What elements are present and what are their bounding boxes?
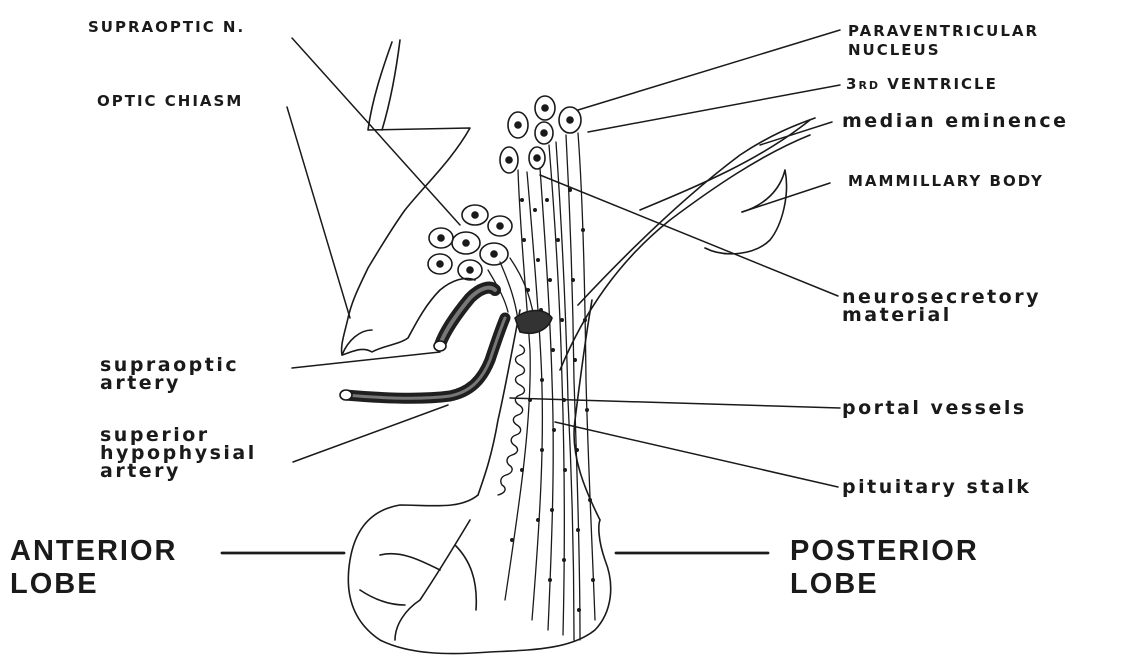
supraoptic-cells	[428, 205, 512, 280]
label-median-eminence: median eminence	[842, 112, 1069, 130]
leader-optic-chiasm	[287, 107, 350, 318]
label-portal-vessels: portal vessels	[842, 399, 1027, 417]
portal-vessel-coil	[498, 345, 525, 495]
chiasm-tip	[342, 330, 372, 355]
leader-portal-vessels	[510, 398, 840, 408]
paraventricular-cells	[500, 96, 581, 173]
chiasm-inner-line	[382, 40, 400, 130]
label-3rd-ventricle-number: 3	[846, 75, 858, 93]
label-mammillary-body: MAMMILLARY BODY	[848, 174, 1044, 189]
anterior-lobe-vessels	[360, 520, 476, 640]
label-paraventricular-nucleus: PARAVENTRICULAR NUCLEUS	[848, 22, 1039, 60]
label-supraoptic-artery: supraoptic artery	[100, 356, 239, 392]
label-neurosecretory-material: neurosecretory material	[842, 288, 1041, 324]
label-3rd-ventricle: 3RD VENTRICLE	[846, 77, 998, 92]
leader-pituitary-stalk	[555, 422, 838, 487]
label-superior-hypophysial-artery: superior hypophysial artery	[100, 426, 257, 480]
third-ventricle-wall	[640, 120, 810, 210]
label-anterior-lobe: ANTERIOR LOBE	[10, 535, 177, 602]
pituitary-lobes-outline	[348, 495, 610, 654]
leader-superior-hypophysial	[293, 405, 448, 462]
leader-lines	[222, 30, 840, 553]
superior-hypophysial-artery-end	[340, 390, 352, 400]
label-supraoptic-n: SUPRAOPTIC N.	[88, 20, 245, 35]
mammillary-body	[705, 170, 787, 254]
label-3rd-ventricle-text: VENTRICLE	[880, 75, 998, 93]
label-optic-chiasm: OPTIC CHIASM	[97, 94, 243, 109]
leader-supraoptic-artery	[292, 352, 440, 368]
leader-supraoptic-n	[292, 38, 460, 225]
stalk-posterior-edge	[560, 135, 810, 370]
primary-capillary-plexus	[515, 311, 552, 334]
supraoptic-artery-end	[434, 341, 446, 351]
leader-paraventricular	[578, 30, 840, 110]
label-3rd-ventricle-suffix: RD	[858, 79, 880, 92]
supraoptic-artery-vessel	[440, 288, 495, 345]
label-pituitary-stalk: pituitary stalk	[842, 478, 1031, 496]
leader-3rd-ventricle	[588, 85, 840, 132]
label-posterior-lobe: POSTERIOR LOBE	[790, 535, 979, 602]
